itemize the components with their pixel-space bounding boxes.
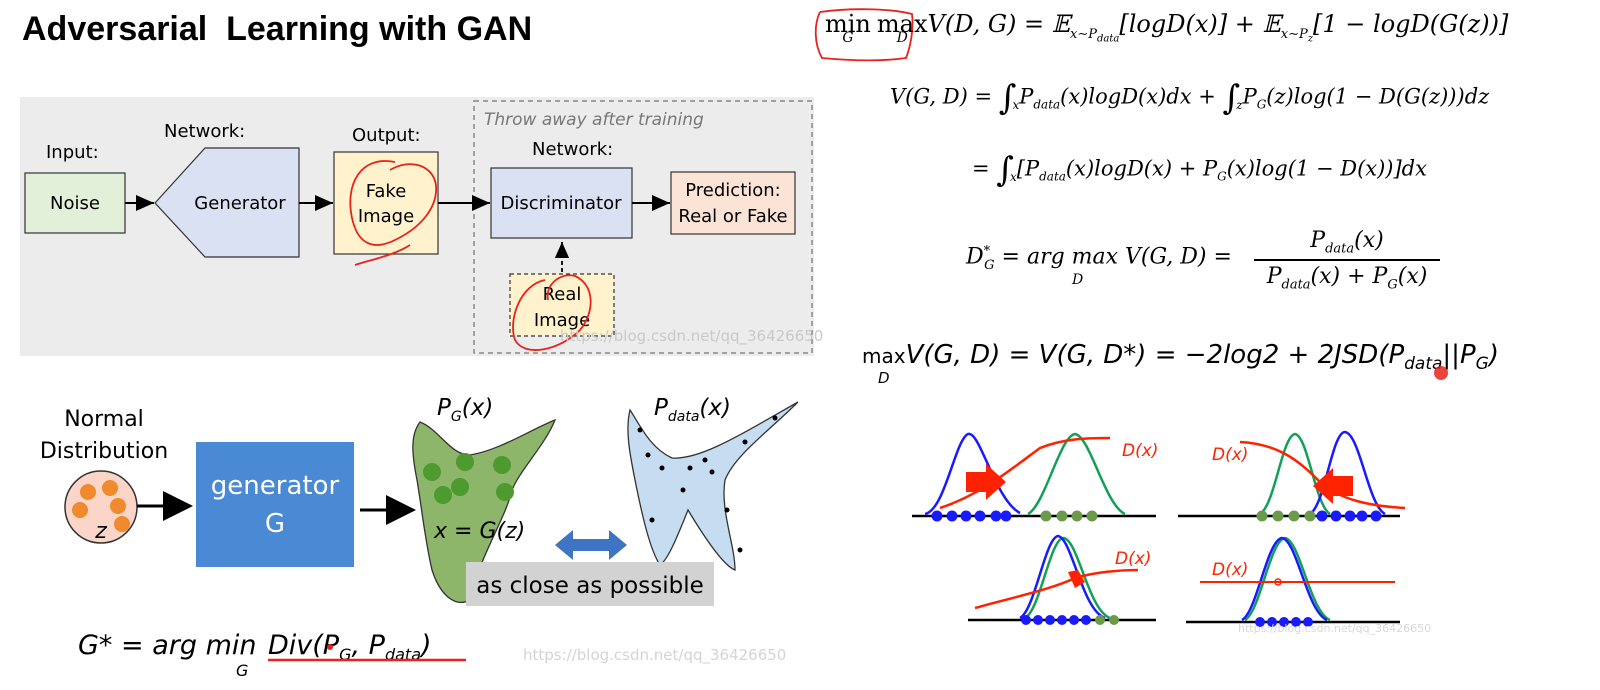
equation-optimal-discriminator: D*G = arg max V(G, D) =: [966, 244, 1232, 273]
pdata-sample-dot: [645, 452, 651, 458]
red-pointer-dot: [1434, 366, 1448, 380]
network-label-discriminator: Network:: [532, 139, 613, 160]
curves-panel-1: D(x): [912, 432, 1158, 522]
normal-label-1: Normal: [64, 407, 144, 432]
close-possible-label: as close as possible: [476, 573, 704, 599]
curves-panel-4: D(x) https://blog.csdn.net/qq_36426650: [1186, 536, 1431, 635]
dx-label-3: D(x): [1115, 549, 1151, 569]
equation-minmax-objective: min G max D V(D, G) = 𝔼x∼Pdata[logD(x)] …: [825, 10, 1509, 46]
pdata-sample-dot: [724, 507, 730, 513]
network-label-generator: Network:: [164, 121, 245, 142]
generator-g-label-2: G: [265, 509, 285, 539]
pdata-sample-dot: [687, 465, 693, 471]
pdata-sample-dot: [742, 439, 748, 445]
prediction-box: [670, 171, 796, 235]
input-label: Input:: [46, 142, 99, 163]
equation-max-jsd: max D V(G, D) = V(G, D*) = −2log2 + 2JSD…: [862, 340, 1499, 387]
curves-panel-3: D(x): [968, 534, 1156, 625]
dx-label-4: D(x): [1212, 560, 1248, 580]
x-equals-gz-label: x = G(z): [433, 519, 525, 544]
discriminator-box: [490, 167, 633, 239]
pdata-sample-dot: [649, 517, 655, 523]
generator-distribution-figure: Normal Distribution z generator G PG(x) …: [40, 395, 799, 680]
discriminator-label: Discriminator: [501, 193, 623, 214]
pg-sample-dot: [434, 486, 452, 504]
pdata-sample-dot: [772, 415, 778, 421]
fake-image-label-2: Image: [358, 206, 414, 227]
pdata-sample-dot: [680, 487, 686, 493]
pdata-label: Pdata(x): [654, 395, 731, 425]
real-image-box: [509, 273, 615, 337]
prediction-label-1: Prediction:: [685, 180, 780, 201]
gstar-sub-label: G: [236, 661, 248, 680]
equation-argmax-sub: D: [1072, 272, 1084, 288]
generator-g-box: [196, 442, 354, 567]
equation-value-integral-1: V(G, D) = ∫xPdata(x)logD(x)dx + ∫zPG(z)l…: [890, 78, 1490, 118]
pg-sample-dot: [456, 453, 474, 471]
sample-dot: [110, 498, 126, 514]
fake-image-label-1: Fake: [366, 181, 407, 202]
sample-dot: [72, 502, 88, 518]
fraction-denominator: Pdata(x) + PG(x): [1266, 264, 1428, 293]
red-annotation-circle-fake: [349, 160, 437, 266]
pdata-sample-dot: [702, 457, 708, 463]
watermark-pipeline: https://blog.csdn.net/qq_36426650: [560, 327, 823, 346]
sample-dot: [80, 484, 96, 500]
fraction-bar: [1254, 259, 1440, 261]
fraction-numerator: Pdata(x): [1310, 228, 1384, 257]
real-image-label-1: Real: [543, 284, 582, 305]
equation-value-integral-2: = ∫x[Pdata(x)logD(x) + PG(x)log(1 − D(x)…: [972, 150, 1427, 190]
z-label: z: [94, 519, 107, 544]
output-label: Output:: [352, 125, 421, 146]
sample-dot: [114, 516, 130, 532]
pg-sample-dot: [496, 483, 514, 501]
training-curves-figure: D(x) D(x) D(x) D(x) https://blog.csdn.ne…: [912, 430, 1431, 635]
red-annotation-box-minmax: [808, 6, 916, 62]
page-title: Adversarial Learning with GAN: [22, 10, 533, 48]
generator-g-label-1: generator: [211, 471, 340, 501]
generator-label: Generator: [194, 193, 286, 214]
close-possible-box: [466, 562, 714, 606]
dx-label-2: D(x): [1212, 445, 1248, 465]
gstar-formula-label: G* = arg min: [78, 630, 257, 661]
pg-distribution-shape: [412, 418, 557, 603]
watermark-curves: https://blog.csdn.net/qq_36426650: [1238, 622, 1431, 635]
noise-box: [24, 172, 126, 234]
double-arrow-icon: [555, 530, 627, 560]
curves-panel-2: D(x): [1178, 430, 1406, 522]
pdata-sample-dot: [737, 547, 743, 553]
gan-pipeline-diagram: Throw away after training Input: Noise N…: [20, 97, 823, 356]
pg-sample-dot: [423, 463, 441, 481]
real-image-label-2: Image: [534, 310, 590, 331]
pg-sample-dot: [451, 478, 469, 496]
watermark-generator: https://blog.csdn.net/qq_36426650: [523, 646, 786, 665]
prediction-label-2: Real or Fake: [678, 206, 787, 227]
pdata-distribution-shape: [627, 401, 799, 571]
pdata-sample-dot: [659, 465, 665, 471]
normal-label-2: Distribution: [40, 439, 168, 464]
fake-image-box: [333, 151, 439, 255]
pg-sample-dot: [493, 456, 511, 474]
pg-label: PG(x): [437, 395, 493, 425]
red-pointer-dot: [327, 644, 333, 650]
pdata-sample-dot: [637, 427, 643, 433]
throw-away-region: [473, 100, 813, 354]
red-annotation-circle-real: [512, 274, 592, 351]
dx-label-1: D(x): [1122, 441, 1158, 461]
noise-label: Noise: [50, 193, 100, 214]
pdata-sample-dot: [709, 469, 715, 475]
throw-away-label: Throw away after training: [484, 110, 704, 130]
sample-dot: [102, 480, 118, 496]
